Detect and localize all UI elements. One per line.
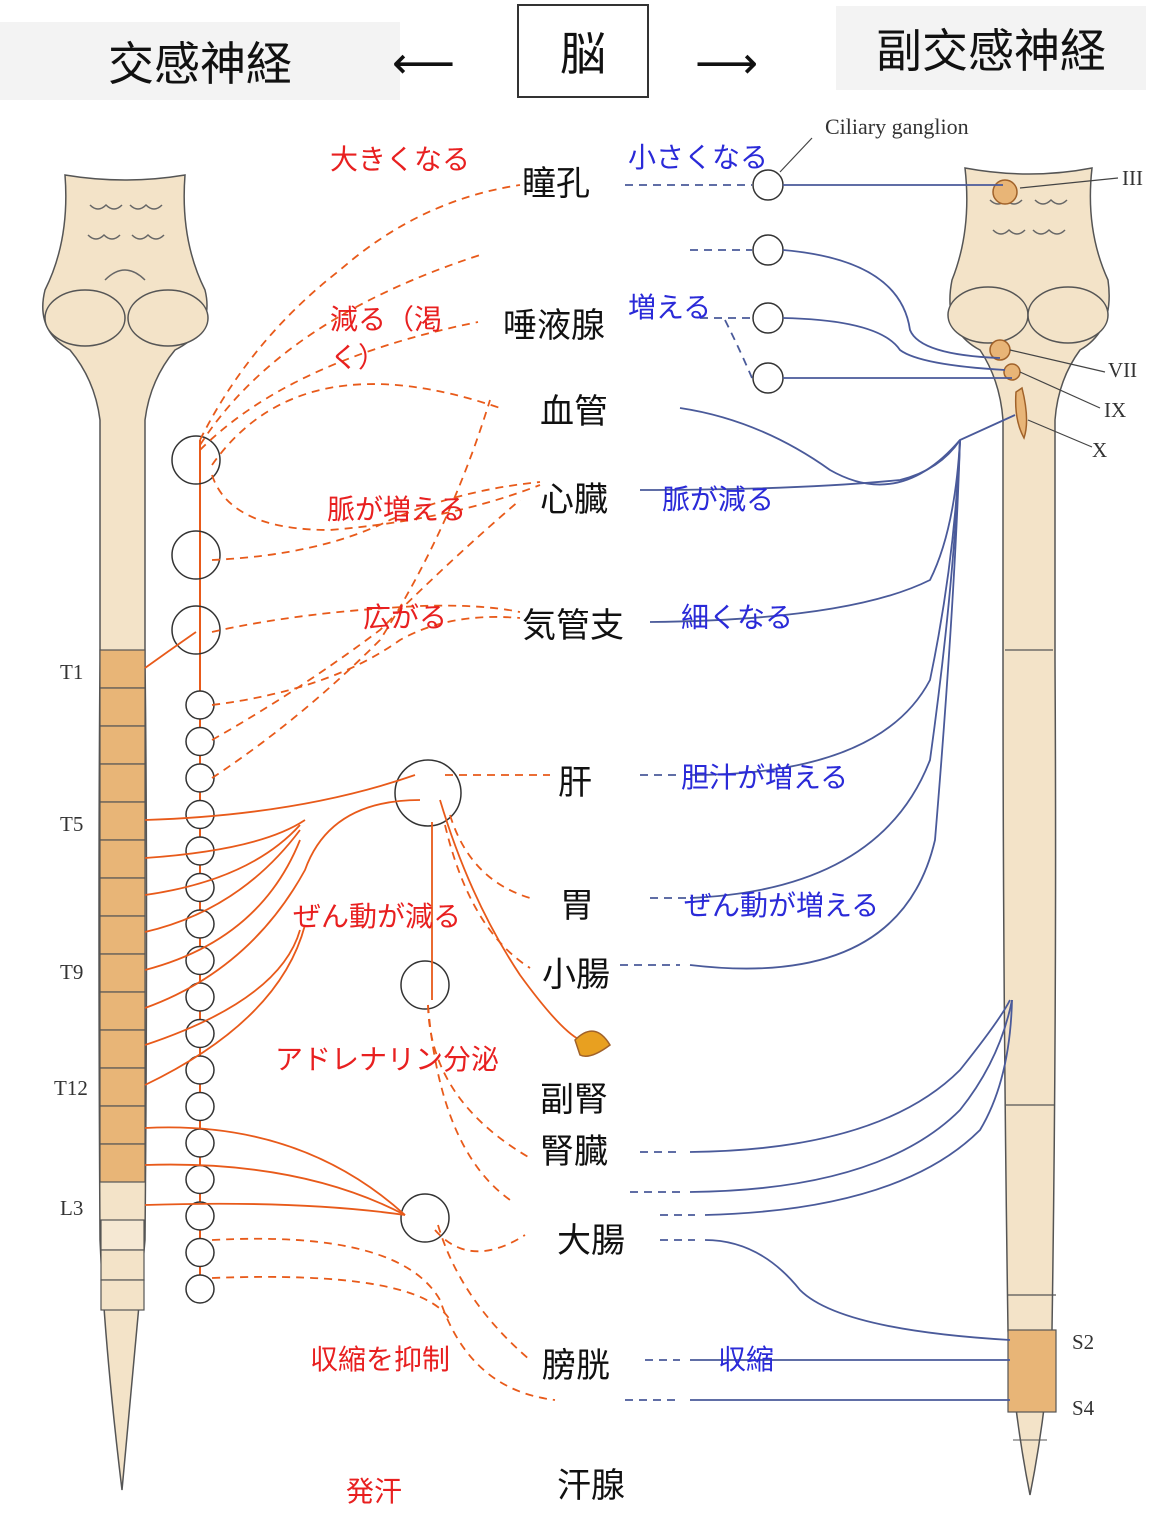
effect-salivary-decrease-2: く） [330,341,387,374]
effect-bladder-contract: 収縮 [718,1343,775,1376]
organ-kidney: 腎臓 [540,1132,608,1172]
chain-ganglion [185,945,215,976]
spinal-segment [99,801,146,841]
parasympathetic-preganglionic [639,184,1016,1401]
spinal-segment [99,991,146,1031]
left-spinal-cord [42,174,209,1491]
organ-bronchi: 気管支 [522,606,624,646]
right-arrow-icon: ⟶ [695,38,759,89]
effect-adrenaline: アドレナリン分泌 [275,1043,500,1076]
effect-bile-increase: 胆汁が増える [681,761,849,794]
organ-heart: 心臓 [540,480,608,520]
organ-blood-vessels: 血管 [540,392,608,432]
chain-ganglion [185,1091,215,1122]
chain-ganglion [185,763,215,793]
effect-heart-rate-up: 脈が増える [327,493,467,526]
effect-pupil-dilate: 大きくなる [330,143,471,176]
spinal-segment [99,763,146,803]
spinal-segment [99,649,146,689]
organ-bladder: 膀胱 [542,1346,610,1386]
effect-bronchi-widen: 広がる [363,601,448,634]
spinal-segment [99,839,146,879]
organ-small-intestine: 小腸 [542,955,610,995]
chain-ganglion [185,1164,215,1195]
sympathetic-header: 交感神経 [0,22,400,100]
segment-label-t9: T9 [60,960,84,984]
spinal-segment [99,1029,146,1069]
organ-salivary-gland: 唾液腺 [503,306,605,346]
parasympathetic-postganglionic [620,184,753,1401]
parasympathetic-ganglia [752,169,784,394]
spinal-segment [99,725,146,765]
organ-adrenal: 副腎 [540,1080,608,1120]
spinal-segment [100,1249,145,1281]
spinal-segment [99,1105,146,1145]
effect-salivary-increase: 増える [628,291,712,324]
chain-ganglion [185,690,215,720]
chain-ganglion [185,909,215,939]
chain-ganglion [185,799,215,830]
effect-salivary-decrease: 減る（渇 [330,303,443,336]
organ-liver: 肝 [558,763,592,803]
spinal-segment [100,1219,145,1251]
spinal-segment [100,1279,145,1311]
sympathetic-preganglionic [144,631,581,1216]
chain-ganglion [185,1055,215,1085]
spinal-segment [99,877,146,917]
effect-peristalsis-down: ぜん動が減る [293,900,462,933]
right-spinal-cord [947,167,1119,1496]
cranial-nerve-iii: III [1122,166,1143,190]
organ-pupil: 瞳孔 [522,164,590,204]
chain-ganglion [185,982,215,1012]
segment-label-s4: S4 [1072,1396,1095,1420]
ciliary-pointer [779,137,813,173]
ciliary-ganglion-label: Ciliary ganglion [825,114,969,139]
effect-sweating: 発汗 [346,1475,403,1508]
adrenal-gland-shape [574,1030,611,1057]
spinal-segment [99,1067,146,1107]
effect-bronchi-narrow: 細くなる [681,601,794,634]
chain-ganglion [185,1274,215,1304]
organ-stomach: 胃 [560,886,594,926]
organ-large-intestine: 大腸 [557,1221,625,1261]
spinal-segment [99,953,146,993]
chain-ganglion [185,872,215,903]
chain-ganglion [185,1237,215,1268]
cranial-nerve-vii: VII [1108,358,1138,382]
effect-heart-rate-down: 脈が減る [662,483,775,516]
effect-pupil-constrict: 小さくなる [628,141,769,174]
segment-label-t1: T1 [60,660,84,684]
chain-ganglion [185,1201,215,1231]
segment-label-t5: T5 [60,812,84,836]
effect-peristalsis-up: ぜん動が増える [684,889,880,922]
spinal-segment [99,915,146,955]
chain-ganglion [185,726,215,757]
sympathetic-postganglionic [199,184,556,1401]
spinal-segment [99,687,146,727]
segment-label-l3: L3 [60,1196,84,1220]
brain-header: 脳 [517,4,649,98]
cranial-nerve-ix: IX [1104,398,1127,422]
sympathetic-trunk [171,435,462,1304]
parasympathetic-header: 副交感神経 [836,6,1146,90]
chain-ganglion [185,1128,215,1158]
effect-bladder-inhibit: 収縮を抑制 [310,1343,451,1376]
segment-label-s2: S2 [1072,1330,1095,1354]
thoracolumbar-segments [99,649,146,1311]
organ-sweat-gland: 汗腺 [557,1466,625,1506]
segment-label-t12: T12 [54,1076,88,1100]
left-arrow-icon: ⟵ [392,38,456,89]
spinal-segment [99,1143,146,1183]
cranial-nerve-x: X [1092,438,1108,462]
